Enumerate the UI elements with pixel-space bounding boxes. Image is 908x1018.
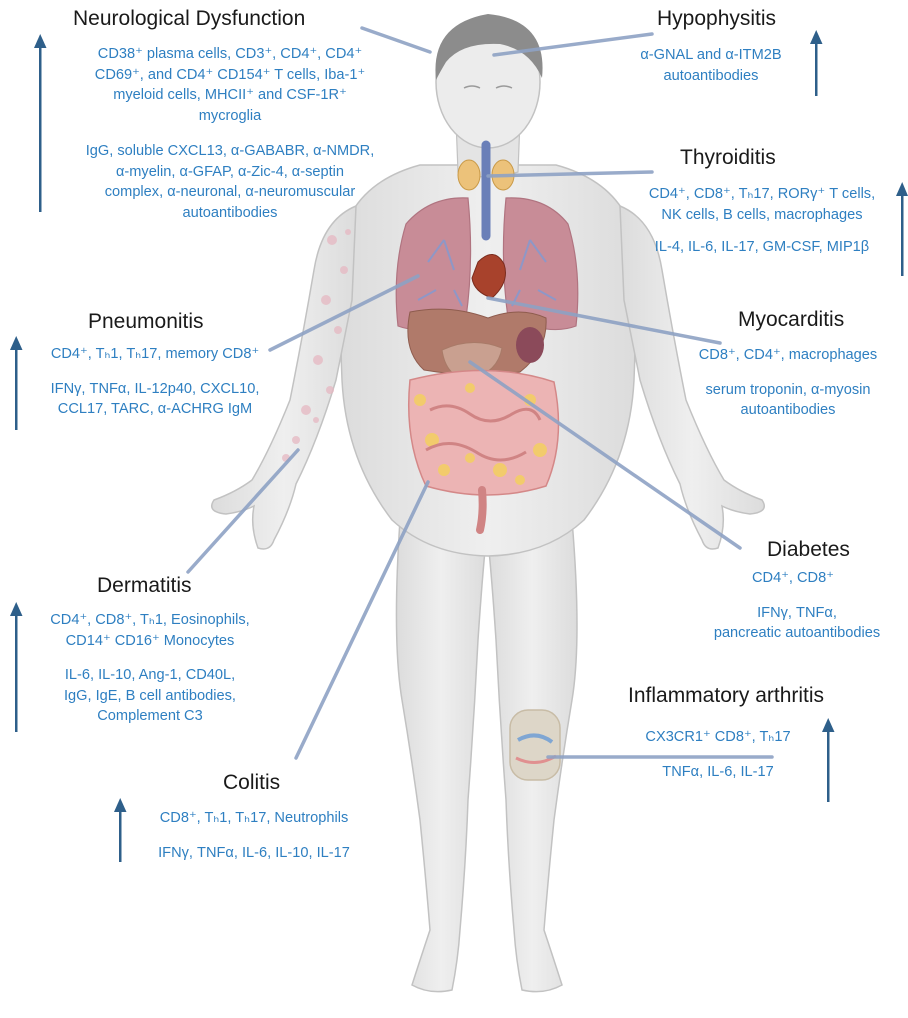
neuro-cells-line: mycroglia — [40, 106, 420, 127]
pneumo-cells-line: CD4⁺, Tₕ1, Tₕ17, memory CD8⁺ — [30, 344, 280, 365]
neuro-marker-line: complex, α-neuronal, α-neuromuscular — [40, 182, 420, 203]
pneumo-marker-line: CCL17, TARC, α-ACHRG IgM — [30, 399, 280, 420]
up-arrow-icon — [10, 602, 23, 732]
diabetes-marker-line: pancreatic autoantibodies — [690, 623, 904, 644]
hypo-marker-line: α-GNAL and α-ITM2B — [616, 45, 806, 66]
arthritis-cells-line: CX3CR1⁺ CD8⁺, Tₕ17 — [630, 727, 806, 748]
title-myocarditis: Myocarditis — [738, 308, 844, 332]
title-diabetes: Diabetes — [767, 538, 850, 562]
title-thyroiditis: Thyroiditis — [680, 146, 776, 170]
colitis-cells-line: CD8⁺, Tₕ1, Tₕ17, Neutrophils — [140, 808, 368, 829]
title-inflammatory-arthritis: Inflammatory arthritis — [628, 684, 824, 708]
arthritis-marker-line: TNFα, IL-6, IL-17 — [630, 762, 806, 783]
knee-joint-icon — [510, 710, 560, 780]
myo-cells-line: CD8⁺, CD4⁺, macrophages — [690, 345, 886, 366]
myo-text: CD8⁺, CD4⁺, macrophages serum troponin, … — [690, 345, 886, 421]
thyroid-cells-line: NK cells, B cells, macrophages — [630, 205, 894, 226]
colitis-marker-line: IFNγ, TNFα, IL-6, IL-10, IL-17 — [140, 843, 368, 864]
up-arrow-icon — [10, 336, 23, 430]
neuro-marker-line: IgG, soluble CXCL13, α-GABABR, α-NMDR, — [40, 141, 420, 162]
up-arrow-icon — [114, 798, 127, 862]
title-hypophysitis: Hypophysitis — [657, 7, 776, 31]
thyroid-cells-line: CD4⁺, CD8⁺, Tₕ17, RORγ⁺ T cells, — [630, 184, 894, 205]
title-pneumonitis: Pneumonitis — [88, 310, 204, 334]
hypo-text: α-GNAL and α-ITM2B autoantibodies — [616, 45, 806, 86]
colitis-text: CD8⁺, Tₕ1, Tₕ17, Neutrophils IFNγ, TNFα,… — [140, 808, 368, 863]
neuro-cells-line: CD69⁺, and CD4⁺ CD154⁺ T cells, Iba-1⁺ — [40, 65, 420, 86]
neuro-text: CD38⁺ plasma cells, CD3⁺, CD4⁺, CD4⁺ CD6… — [40, 44, 420, 223]
dermat-marker-line: IgG, IgE, B cell antibodies, — [28, 686, 272, 707]
neuro-cells-line: myeloid cells, MHCII⁺ and CSF-1R⁺ — [40, 85, 420, 106]
title-colitis: Colitis — [223, 771, 280, 795]
diabetes-marker-line: IFNγ, TNFα, — [690, 603, 904, 624]
dermat-text: CD4⁺, CD8⁺, Tₕ1, Eosinophils, CD14⁺ CD16… — [28, 610, 272, 727]
spleen-icon — [516, 327, 544, 363]
thyroid-marker-line: IL-4, IL-6, IL-17, GM-CSF, MIP1β — [630, 237, 894, 258]
diabetes-cells-line: CD4⁺, CD8⁺ — [690, 568, 904, 589]
up-arrow-icon — [810, 30, 823, 96]
neuro-marker-line: autoantibodies — [40, 203, 420, 224]
arthritis-text: CX3CR1⁺ CD8⁺, Tₕ17 TNFα, IL-6, IL-17 — [630, 727, 806, 782]
dermat-marker-line: IL-6, IL-10, Ang-1, CD40L, — [28, 665, 272, 686]
thyroid-text: CD4⁺, CD8⁺, Tₕ17, RORγ⁺ T cells, NK cell… — [630, 184, 894, 258]
hypo-marker-line: autoantibodies — [616, 66, 806, 87]
up-arrow-icon — [822, 718, 835, 802]
pneumo-text: CD4⁺, Tₕ1, Tₕ17, memory CD8⁺ IFNγ, TNFα,… — [30, 344, 280, 420]
dermat-marker-line: Complement C3 — [28, 706, 272, 727]
diabetes-text: CD4⁺, CD8⁺ IFNγ, TNFα, pancreatic autoan… — [690, 568, 904, 644]
neuro-marker-line: α-myelin, α-GFAP, α-Zic-4, α-septin — [40, 162, 420, 183]
dermat-cells-line: CD14⁺ CD16⁺ Monocytes — [28, 631, 272, 652]
dermat-cells-line: CD4⁺, CD8⁺, Tₕ1, Eosinophils, — [28, 610, 272, 631]
title-neurological: Neurological Dysfunction — [73, 7, 305, 31]
title-dermatitis: Dermatitis — [97, 574, 192, 598]
up-arrow-icon — [896, 182, 908, 276]
myo-marker-line: autoantibodies — [690, 400, 886, 421]
myo-marker-line: serum troponin, α-myosin — [690, 380, 886, 401]
neuro-cells-line: CD38⁺ plasma cells, CD3⁺, CD4⁺, CD4⁺ — [40, 44, 420, 65]
pneumo-marker-line: IFNγ, TNFα, IL-12p40, CXCL10, — [30, 379, 280, 400]
